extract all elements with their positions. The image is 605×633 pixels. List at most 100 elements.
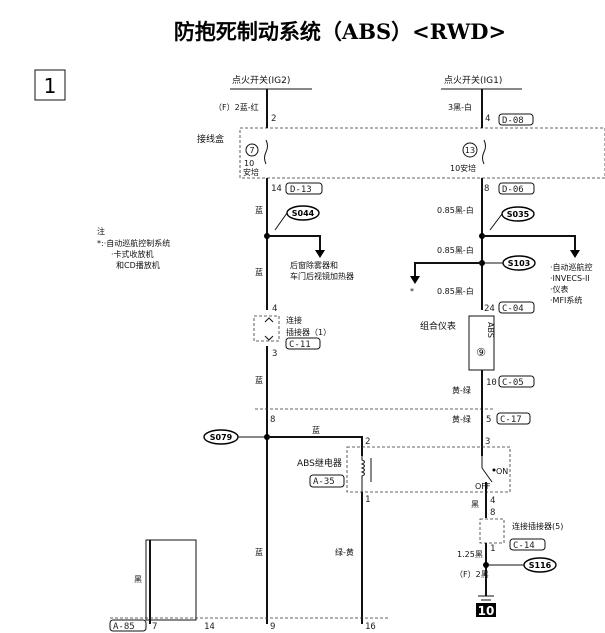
ig1-label: 点火开关(IG1) — [444, 74, 502, 86]
c14-label: 连接插接器(5) — [512, 521, 563, 531]
ig1-conn-jb: D-06 — [502, 185, 524, 195]
splice-s103-label: S103 — [508, 259, 530, 268]
ig1-conn-top-box — [498, 113, 534, 126]
left-branch-label1: 后窗除雾器和 — [290, 260, 338, 270]
c05-conn-box — [498, 375, 535, 388]
ig2-pin-top: 2 — [271, 114, 276, 124]
relay-conn: A-35 — [313, 477, 335, 487]
right-branch4: ·MFI系统 — [550, 295, 582, 305]
relay-off: OFF — [475, 482, 491, 491]
relay-box — [346, 446, 511, 493]
relay-on: ON — [496, 467, 508, 476]
ig1-pin-jb: 8 — [484, 184, 489, 194]
relay-feed-wire — [267, 436, 363, 456]
right-star-arrow — [410, 276, 420, 284]
c11-label2: 插接器（1） — [286, 327, 331, 337]
a85-conn-box — [109, 619, 147, 632]
c11-connector-box — [253, 315, 280, 342]
c11-symbol — [264, 317, 274, 341]
ig1-pin-top: 4 — [485, 114, 490, 124]
relay-label: ABS继电器 — [297, 457, 342, 469]
relay-pin-4: 4 — [490, 496, 495, 506]
ground-pin-1: 1 — [490, 544, 495, 554]
c11-conn-box — [285, 337, 321, 350]
bottom-wire-gy: 绿-黄 — [335, 547, 354, 557]
c17-conn-box — [496, 412, 531, 425]
right-branch1: ·自动巡航控 — [550, 262, 593, 272]
ig2-fuse-symbol — [264, 139, 268, 165]
c11-pin-bot: 3 — [272, 349, 277, 359]
meter-label: 组合仪表 — [420, 320, 456, 332]
left-pin-8: 8 — [270, 415, 275, 425]
ig2-fuse-circle — [245, 143, 259, 157]
relay-pin-2: 2 — [365, 437, 370, 447]
left-wire-color2: 蓝 — [255, 267, 263, 277]
junction-box — [239, 127, 605, 179]
ground-pin-8: 8 — [490, 508, 495, 518]
ig1-fuse-symbol — [482, 139, 486, 165]
abs-tag: ABS — [486, 322, 495, 338]
c04-conn-box — [498, 301, 535, 314]
ig2-conn: D-13 — [290, 185, 312, 195]
splice-s116-label: S116 — [529, 561, 552, 570]
ig2-label: 点火开关(IG2) — [232, 74, 290, 86]
ig1-wire: 3黑-白 — [448, 102, 472, 112]
splice-s035-label: S035 — [507, 210, 530, 219]
ground-wire2: 1.25黑 — [457, 550, 483, 559]
splice-s079-label: S079 — [210, 433, 233, 442]
splice-s044-label: S044 — [292, 209, 315, 218]
abs-lamp: ⑨ — [476, 346, 486, 359]
right-wire4: 黄-绿 — [452, 385, 471, 395]
left-branch-label2: 车门后视镜加热器 — [290, 271, 354, 281]
ig1-fuse-circle — [462, 142, 478, 158]
bottom-module-box — [145, 539, 197, 621]
page-title: 防抱死制动系统（ABS）<RWD> — [174, 19, 506, 44]
right-wire2: 0.85黑-白 — [437, 245, 474, 255]
junction-box-label: 接线盒 — [197, 133, 224, 145]
right-wire1: 0.85黑-白 — [437, 205, 474, 215]
right-branch3: ·仪表 — [550, 284, 569, 294]
relay-on-contact — [492, 468, 496, 472]
a85-conn: A-85 — [113, 622, 135, 632]
right-wire3: 0.85黑-白 — [437, 286, 474, 296]
ground-num: 10 — [478, 604, 495, 618]
right-star-branch — [414, 262, 482, 278]
ig2-fuse-num: 7 — [249, 146, 254, 155]
left-wire-color4: 蓝 — [312, 425, 320, 435]
bottom-wire-black: 黑 — [134, 575, 142, 584]
c14-conn-box — [509, 538, 546, 551]
a85-pin-7: 7 — [152, 622, 157, 632]
relay-coil — [360, 456, 365, 494]
left-wire-color3: 蓝 — [255, 375, 263, 385]
c04-conn: C-04 — [502, 304, 524, 314]
a85-pin-9: 9 — [270, 622, 275, 632]
note-line2: ·卡式收放机 — [111, 249, 154, 259]
c05-conn: C-05 — [502, 378, 524, 388]
left-branch-arrow — [315, 250, 325, 258]
ground-wire3: （F）2黑 — [455, 570, 489, 579]
page-index-box — [34, 69, 66, 101]
ig2-conn-box — [285, 182, 323, 195]
right-branch-wire — [482, 235, 576, 252]
ground-wire: 黑 — [471, 500, 479, 509]
left-wire-color1: 蓝 — [255, 205, 263, 215]
right-branch-arrow — [570, 250, 580, 258]
ig1-fuse-num: 13 — [465, 146, 475, 155]
note-line3: 和CD播放机 — [116, 260, 160, 270]
ig2-fuse-unit: 安培 — [243, 167, 259, 177]
splice-s035-leader — [489, 213, 503, 231]
c11-pin-top: 4 — [272, 304, 277, 314]
a85-pin-14: 14 — [204, 622, 215, 632]
right-star: * — [410, 287, 414, 296]
relay-conn-box — [309, 474, 345, 488]
ig2-fuse-amp: 10 — [244, 159, 254, 168]
relay-switch-arm — [481, 467, 493, 483]
right-branch2: ·INVECS-II — [550, 274, 590, 283]
c14-connector-box — [479, 518, 505, 544]
right-wire5: 黄-绿 — [452, 414, 471, 424]
left-branch-wire — [267, 235, 321, 252]
right-pin-24: 24 — [484, 304, 495, 314]
s116-junction-dot — [483, 562, 489, 568]
relay-pin-1: 1 — [365, 495, 370, 505]
